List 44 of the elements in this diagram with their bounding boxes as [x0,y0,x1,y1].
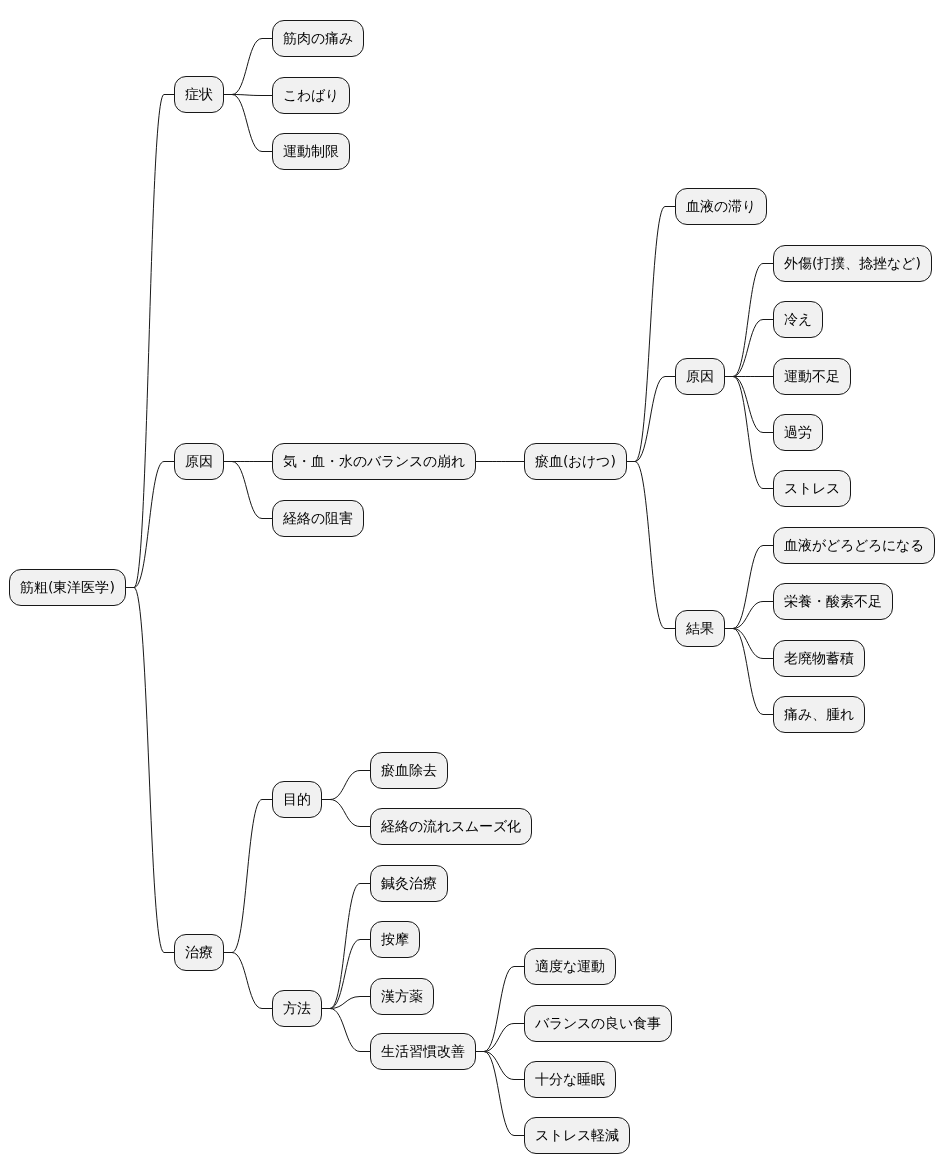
topic-box: 運動不足 [773,358,851,395]
topic-box: 血液がどろどろになる [773,527,935,564]
connector-line [724,628,774,715]
topic-box: 按摩 [370,921,420,958]
topic-box: 十分な睡眠 [524,1061,616,1098]
topic-box: 目的 [272,781,322,818]
topic-box: 気・血・水のバランスの崩れ [272,443,476,480]
topic-box: 治療 [174,934,224,971]
topic-box: 適度な運動 [524,948,616,985]
topic-box: 生活習慣改善 [370,1033,476,1070]
topic-box: 老廃物蓄積 [773,640,865,677]
topic-box: 栄養・酸素不足 [773,583,893,620]
connector-line [475,1051,525,1136]
topic-box: 原因 [174,443,224,480]
topic-box: ストレス [773,470,851,507]
topic-box: 症状 [174,76,224,113]
topic-box: バランスの良い食事 [524,1005,672,1042]
topic-box: 過労 [773,414,823,451]
topic-box: 外傷(打撲、捻挫など) [773,245,932,282]
topic-box: 結果 [675,610,725,647]
topic-box: 冷え [773,301,823,338]
connector-line [223,461,273,519]
root-topic-box: 筋粗(東洋医学) [9,569,126,606]
topic-box: 鍼灸治療 [370,865,448,902]
connector-line [321,1008,371,1052]
topic-box: 痛み、腫れ [773,696,865,733]
topic-box: ストレス軽減 [524,1117,630,1154]
topic-box: こわばり [272,77,350,114]
connector-line [724,376,774,489]
topic-box: 血液の滞り [675,188,767,225]
topic-box: 漢方薬 [370,978,434,1015]
topic-box: 方法 [272,990,322,1027]
connector-line [626,461,676,629]
topic-box: 筋肉の痛み [272,20,364,57]
connector-line [223,952,273,1009]
connector-line [475,461,525,462]
topic-box: 経絡の流れスムーズ化 [370,808,532,845]
topic-box: 瘀血除去 [370,752,448,789]
topic-box: 原因 [675,358,725,395]
connector-line [223,94,273,152]
topic-box: 経絡の阻害 [272,500,364,537]
topic-box: 運動制限 [272,133,350,170]
topic-box: 瘀血(おけつ) [524,443,627,480]
connector-line [321,799,371,827]
